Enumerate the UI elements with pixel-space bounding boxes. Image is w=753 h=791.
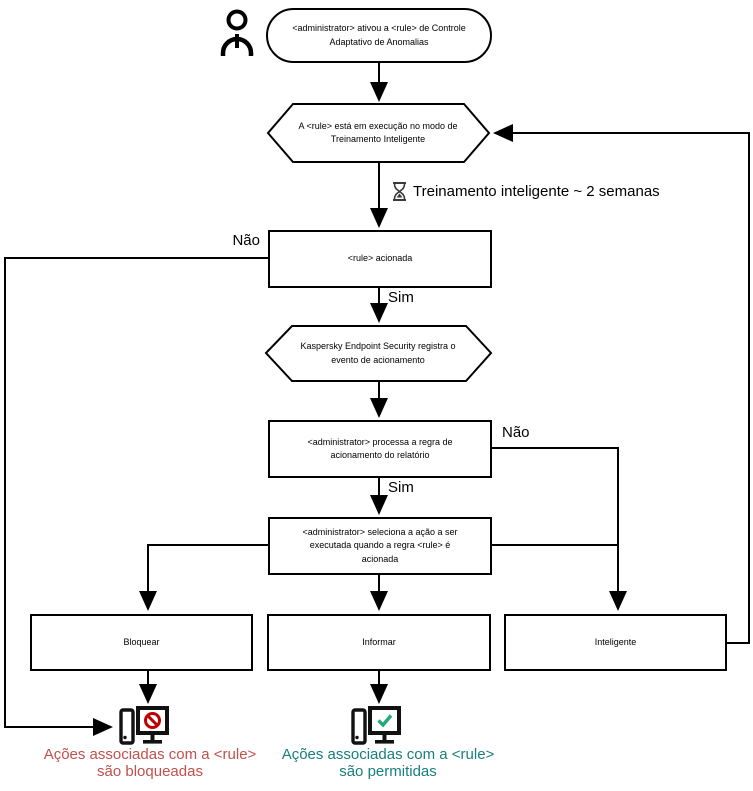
- node-admin-selects-line: acionada: [361, 553, 399, 564]
- node-kes-registers-line: Kaspersky Endpoint Security registra o: [300, 341, 456, 351]
- node-rule-triggered-line: <rule> acionada: [347, 253, 413, 264]
- kes-registers-hexagon: [264, 325, 493, 382]
- node-training-mode-line: Treinamento Inteligente: [330, 134, 426, 144]
- person-icon: [220, 9, 254, 56]
- edge-select-block: [139, 544, 268, 611]
- training-duration: Treinamento inteligente ~ 2 semanas: [392, 182, 660, 201]
- label-admin-no: Não: [502, 424, 530, 441]
- edge-admin-process-no: [491, 447, 627, 611]
- node-start-line: Adaptativo de Anomalias: [329, 36, 429, 47]
- node-admin-selects-line: executada quando a regra <rule> é: [309, 540, 451, 551]
- outcome-allowed-line: Ações associadas com a <rule>: [281, 746, 495, 763]
- check-icon: [377, 714, 393, 728]
- outcome-blocked-line: Ações associadas com a <rule>: [43, 746, 257, 763]
- node-rule-triggered: <rule> acionada: [268, 230, 492, 288]
- label-admin-yes: Sim: [388, 479, 414, 496]
- computer-blocked-icon: [119, 706, 169, 745]
- node-admin-processes-line: acionamento do relatório: [330, 450, 430, 460]
- node-inform: Informar: [267, 614, 491, 671]
- label-rule-yes: Sim: [388, 289, 414, 306]
- node-smart: Inteligente: [504, 614, 727, 671]
- node-admin-processes-line: <administrator> processa a regra de: [307, 436, 453, 447]
- node-start: <administrator> ativou a <rule> de Contr…: [266, 8, 492, 63]
- node-block: Bloquear: [30, 614, 253, 671]
- outcome-allowed-text: Ações associadas com a <rule> são permit…: [270, 746, 506, 780]
- prohibition-icon: [144, 712, 161, 729]
- label-rule-no: Não: [232, 232, 260, 249]
- node-inform-label: Informar: [362, 636, 396, 647]
- hourglass-icon: [393, 182, 406, 201]
- outcome-allowed-line: são permitidas: [339, 763, 437, 780]
- training-mode-hexagon: [266, 103, 491, 163]
- node-kes-registers: Kaspersky Endpoint Security registra o e…: [278, 326, 478, 381]
- outcome-blocked-text: Ações associadas com a <rule> são bloque…: [32, 746, 268, 780]
- node-kes-registers-line: evento de acionamento: [331, 354, 425, 365]
- node-start-line: <administrator> ativou a <rule> de Contr…: [292, 23, 466, 33]
- edge-smart-feedback: [493, 124, 750, 644]
- node-smart-label: Inteligente: [594, 636, 637, 647]
- node-admin-selects-line: <administrator> seleciona a ação a ser: [302, 526, 458, 537]
- node-training-mode: A <rule> está em execução no modo de Tre…: [278, 104, 478, 162]
- outcome-blocked-line: são bloqueadas: [97, 763, 203, 780]
- edge-rule-no: [4, 257, 268, 736]
- node-admin-selects: <administrator> seleciona a ação a ser e…: [268, 517, 492, 575]
- node-block-label: Bloquear: [123, 636, 160, 647]
- node-admin-processes: <administrator> processa a regra de acio…: [268, 420, 492, 478]
- training-duration-label: Treinamento inteligente ~ 2 semanas: [413, 183, 660, 200]
- computer-allowed-icon: [351, 706, 401, 745]
- node-training-mode-line: A <rule> está em execução no modo de: [298, 120, 458, 131]
